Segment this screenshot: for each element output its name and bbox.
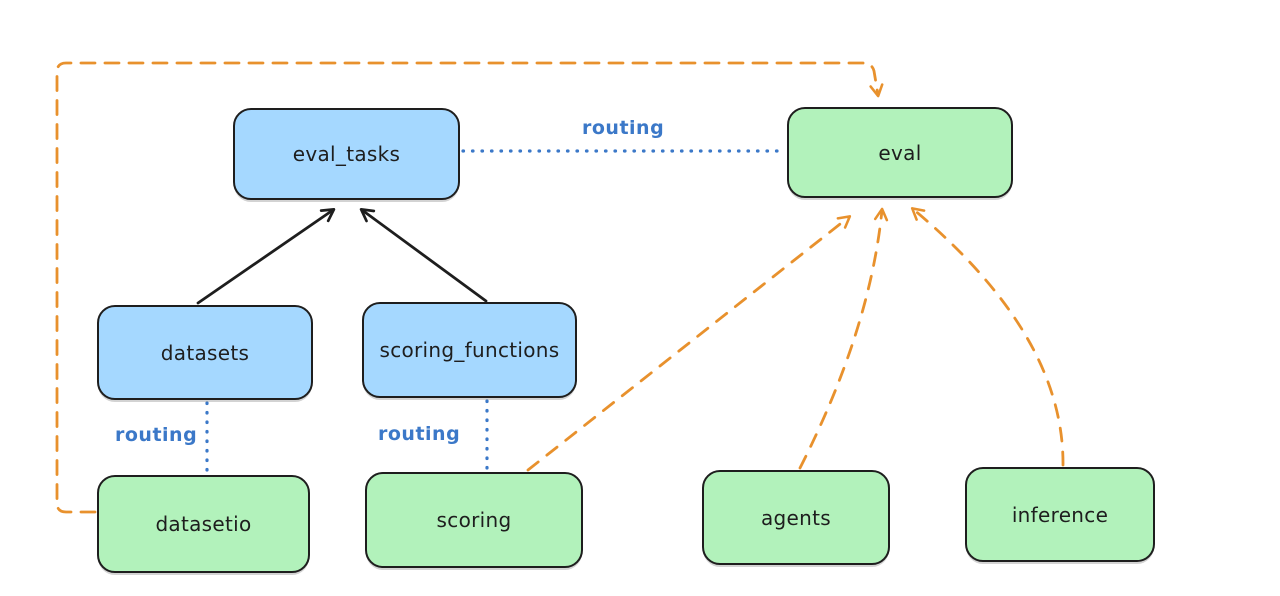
node-inference-label: inference [1011,502,1109,527]
node-eval-label: eval [878,140,922,165]
edge-agents-to-eval [798,207,889,470]
node-datasets: datasets [97,305,313,400]
node-scoring-functions: scoring_functions [362,302,577,398]
edge-inference-to-eval [910,207,1065,467]
node-eval-tasks: eval_tasks [233,108,460,200]
node-agents: agents [702,470,890,565]
edge-datasets-to-eval-tasks [196,208,336,305]
node-datasets-label: datasets [160,340,250,365]
node-datasetio-label: datasetio [155,512,252,536]
edge-scoring-to-eval [526,215,852,472]
edge-label-routing-scoring: routing [378,423,461,445]
node-eval: eval [787,107,1013,198]
node-datasetio: datasetio [97,475,310,573]
edge-datasetio-to-eval [55,61,884,514]
node-agents-label: agents [761,505,831,530]
node-scoring-functions-label: scoring_functions [379,338,560,362]
node-scoring-label: scoring [436,508,512,532]
edge-label-routing-top: routing [582,117,665,139]
node-inference: inference [965,467,1155,562]
node-eval-tasks-label: eval_tasks [292,142,401,166]
edge-label-routing-datasets: routing [115,424,198,446]
node-scoring: scoring [365,472,583,568]
edge-scoring-functions-to-eval-tasks [359,207,488,303]
